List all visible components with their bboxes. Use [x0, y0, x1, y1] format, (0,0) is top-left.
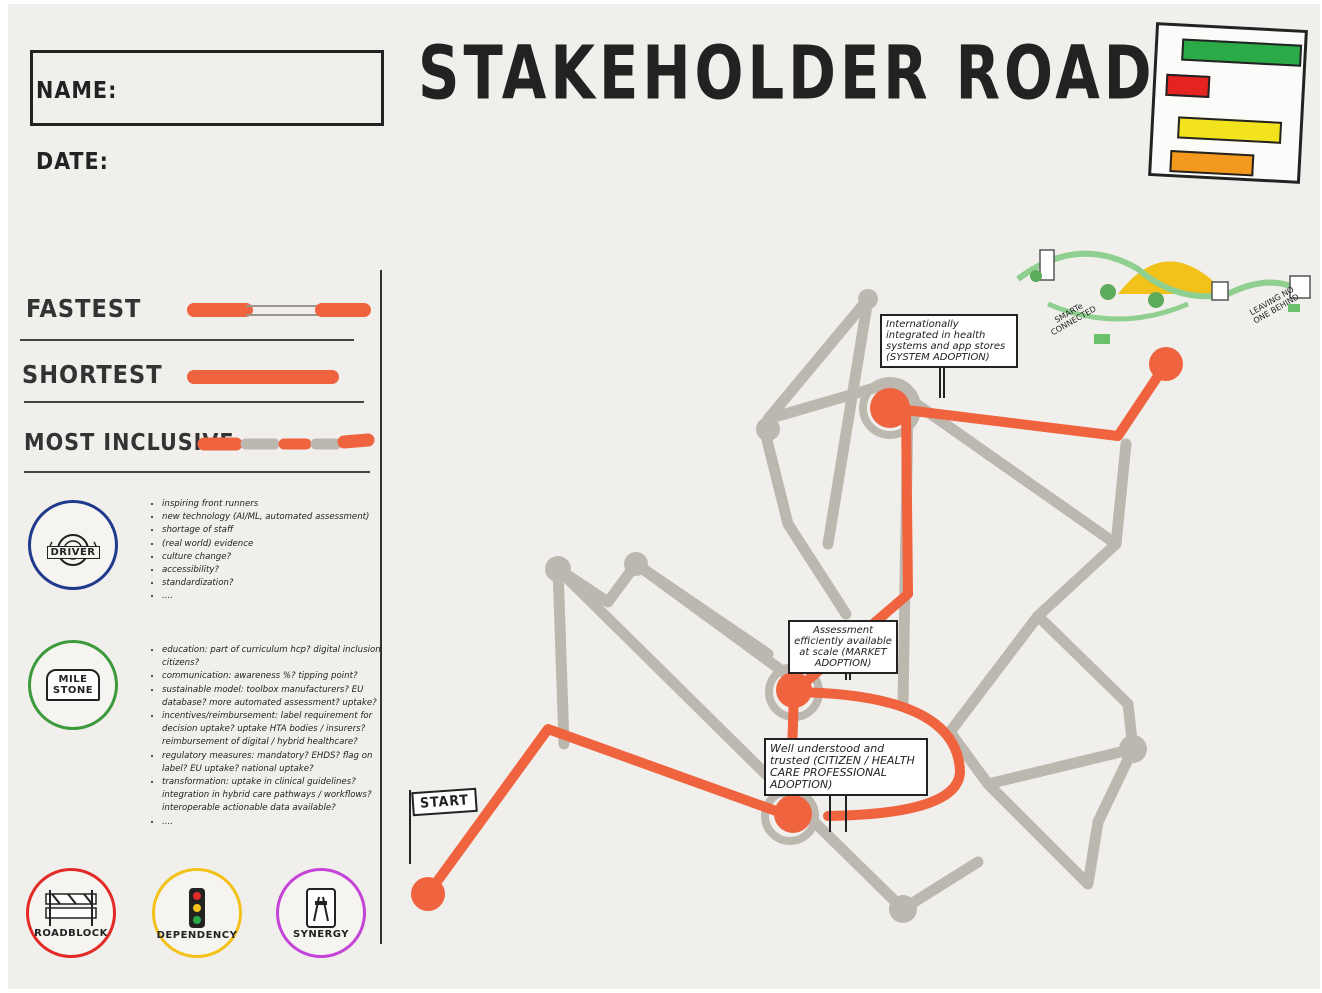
roadmap-board: NAME: DATE: STAKEHOLDER ROADMAP FASTEST …	[8, 4, 1320, 989]
panel-divider	[380, 270, 382, 944]
list-item: ....	[162, 816, 394, 829]
list-item: culture change?	[162, 551, 392, 564]
roadmap-network	[409, 249, 1311, 923]
list-item: communication: awareness %? tipping poin…	[162, 670, 394, 683]
milestone-label-1: MILE	[58, 674, 88, 685]
driver-icon: DRIVER	[28, 500, 118, 590]
route-divider-1	[20, 339, 354, 341]
barrier-icon	[45, 889, 97, 926]
milestone-stone-icon: MILE STONE	[45, 669, 101, 701]
driver-icon-label: DRIVER	[46, 545, 100, 559]
list-item: incentives/reimbursement: label requirem…	[162, 710, 394, 750]
list-item: inspiring front runners	[162, 498, 392, 511]
route-divider-3	[24, 471, 370, 473]
list-item: transformation: uptake in clinical guide…	[162, 776, 394, 816]
dependency-label: DEPENDENCY	[156, 929, 238, 941]
grey-nodes	[545, 289, 1147, 923]
route-divider-2	[24, 401, 364, 403]
fastest-route-sample	[187, 303, 371, 317]
destination-illustration	[1016, 249, 1311, 344]
sign-market-adoption: Assessment efficiently available at scal…	[788, 620, 898, 674]
list-item: regulatory measures: mandatory? EHDS? fl…	[162, 750, 394, 776]
milestone-label-2: STONE	[52, 685, 94, 696]
route-label-shortest: SHORTEST	[22, 360, 163, 389]
route-label-fastest: FASTEST	[26, 294, 142, 323]
roadblock-icon: ROADBLOCK	[26, 868, 116, 958]
milestone-icon: MILE STONE	[28, 640, 118, 730]
list-item: standardization?	[162, 577, 392, 590]
list-item: education: part of curriculum hcp? digit…	[162, 644, 394, 670]
traffic-light-icon	[189, 887, 205, 928]
synergy-icon: SYNERGY	[276, 868, 366, 958]
list-item: new technology (AI/ML, automated assessm…	[162, 511, 392, 524]
sign-system-adoption: Internationally integrated in health sys…	[880, 314, 1018, 368]
synergy-label: SYNERGY	[292, 928, 350, 940]
dependency-icon: DEPENDENCY	[152, 868, 242, 958]
list-item: shortage of staff	[162, 524, 392, 537]
name-field[interactable]	[30, 50, 384, 126]
date-label: DATE:	[36, 149, 109, 175]
sign-citizen-adoption: Well understood and trusted (CITIZEN / H…	[764, 738, 928, 796]
milestone-list: education: part of curriculum hcp? digit…	[144, 644, 394, 829]
list-item: ....	[162, 590, 392, 603]
shortest-route-sample	[187, 370, 339, 384]
most-inclusive-route-sample	[197, 433, 375, 451]
driver-list: inspiring front runners new technology (…	[144, 498, 392, 604]
highway-sign-icon	[306, 887, 336, 928]
orange-nodes	[411, 347, 1183, 911]
name-label: NAME:	[36, 78, 118, 104]
list-item: accessibility?	[162, 564, 392, 577]
list-item: sustainable model: toolbox manufacturers…	[162, 684, 394, 710]
list-item: (real world) evidence	[162, 538, 392, 551]
roadblock-label: ROADBLOCK	[34, 927, 108, 939]
start-flag: START	[411, 787, 478, 817]
